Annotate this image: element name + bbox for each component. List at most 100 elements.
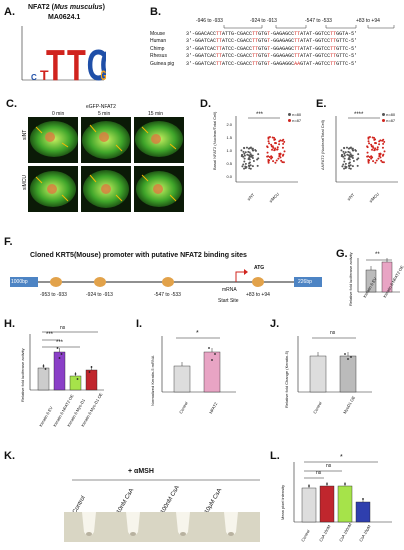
- data-point: [366, 151, 369, 154]
- data-point: [278, 143, 281, 146]
- data-point: [267, 155, 270, 158]
- data-point: [373, 136, 376, 139]
- panel-l-ylabel: Mean pixel intensity: [280, 484, 285, 520]
- data-point: [372, 160, 375, 163]
- panel-i-sig: *: [196, 330, 199, 337]
- data-point: [343, 146, 346, 149]
- alignment-sequences: 3'-GGACACCTTATTG-CGACCTTGTGT-GAGAGCCTTAT…: [186, 31, 357, 68]
- data-point: [347, 358, 349, 360]
- alignment-position-4: +83 to +94: [356, 18, 380, 24]
- data-point: [343, 160, 346, 163]
- data-point: [348, 165, 351, 168]
- data-point: [251, 165, 254, 168]
- atg-label: ATG: [254, 265, 265, 271]
- data-point: [249, 153, 252, 156]
- data-point: [371, 148, 374, 151]
- data-point: [382, 138, 385, 141]
- tss-arrow: [235, 271, 246, 282]
- data-point: [370, 157, 373, 160]
- data-point: [242, 150, 245, 153]
- data-point: [380, 159, 383, 162]
- data-point: [243, 167, 246, 170]
- data-point: [275, 159, 278, 162]
- data-point: [349, 153, 352, 156]
- logo-letter-g: G: [101, 69, 107, 84]
- data-point: [377, 157, 380, 160]
- data-point: [251, 149, 254, 152]
- data-point: [273, 136, 276, 139]
- panel-label-l: L.: [270, 450, 280, 462]
- promoter-title: Cloned KRT5(Mouse) promoter with putativ…: [30, 252, 247, 259]
- panel-k-label-4: 10μM CsA: [204, 487, 224, 515]
- bar-3: [69, 375, 82, 391]
- image-simcu-15min: [134, 166, 184, 212]
- data-point: [357, 153, 360, 156]
- data-point: [373, 149, 376, 152]
- data-point: [266, 146, 269, 149]
- promoter-left-box: [10, 277, 38, 287]
- data-point: [268, 136, 271, 139]
- promoter-left-label: 1000bp: [11, 279, 28, 285]
- data-point: [243, 152, 246, 155]
- data-point: [88, 371, 91, 373]
- microscopy-header: eGFP-NFAT2: [86, 104, 116, 110]
- logo-letter-t1: T: [46, 42, 65, 84]
- bar-3: [337, 485, 353, 523]
- data-point: [374, 161, 377, 164]
- data-point: [268, 159, 271, 162]
- data-point: [366, 146, 369, 149]
- site-label-3: -547 to -533: [154, 292, 181, 298]
- data-point: [256, 164, 259, 167]
- data-point: [351, 149, 354, 152]
- binding-site-2: [94, 277, 106, 287]
- data-point: [273, 138, 276, 141]
- data-point: [356, 158, 359, 161]
- data-point: [378, 154, 381, 157]
- data-point: [281, 161, 284, 164]
- data-point: [277, 157, 280, 160]
- data-point: [249, 155, 252, 158]
- data-point: [42, 365, 45, 367]
- data-point: [247, 154, 250, 157]
- data-point: [367, 161, 370, 164]
- data-point: [351, 154, 354, 157]
- data-point: [248, 165, 251, 168]
- data-point: [349, 167, 352, 170]
- data-point: [270, 143, 273, 146]
- data-point: [243, 160, 246, 163]
- data-point: [242, 163, 245, 166]
- panel-h-plot: [29, 331, 104, 391]
- data-point: [214, 353, 216, 355]
- data-point: [274, 142, 277, 145]
- data-point: [281, 146, 284, 149]
- data-point: [267, 137, 270, 140]
- microscopy-images: [28, 117, 184, 212]
- panel-g-ylabel: Relative fold luciferase activity: [348, 252, 353, 306]
- data-point: [381, 146, 384, 149]
- data-point: [344, 483, 346, 485]
- data-point: [272, 146, 275, 149]
- binding-site-1: [50, 277, 62, 287]
- data-point: [343, 152, 346, 155]
- bar-1: [309, 355, 327, 393]
- start-site-label: Start Site: [218, 298, 239, 304]
- logo-letter-c1: C: [87, 42, 106, 84]
- panel-j-ylabel: Relative fold Change (Keratin-5): [284, 350, 289, 408]
- panel-label-b: B.: [150, 6, 161, 18]
- data-point: [379, 152, 382, 155]
- data-point: [349, 155, 352, 158]
- bar-4: [355, 501, 371, 523]
- data-point: [347, 154, 350, 157]
- panel-l-sig-ns1: ns: [326, 463, 332, 469]
- panel-label-j: J.: [270, 318, 280, 330]
- data-point: [343, 154, 346, 157]
- data-point: [368, 159, 371, 162]
- data-point: [372, 146, 375, 149]
- data-point: [340, 149, 343, 152]
- tube-10um: [224, 512, 238, 536]
- data-point: [270, 157, 273, 160]
- bar-4: [85, 369, 98, 391]
- panel-l-sig-ns2: ns: [316, 470, 322, 476]
- seq-human: 3'-GGATCACTTATCC-CGACCTTGTGT-GGAGAGCTTAT…: [186, 38, 358, 45]
- data-point: [282, 142, 285, 145]
